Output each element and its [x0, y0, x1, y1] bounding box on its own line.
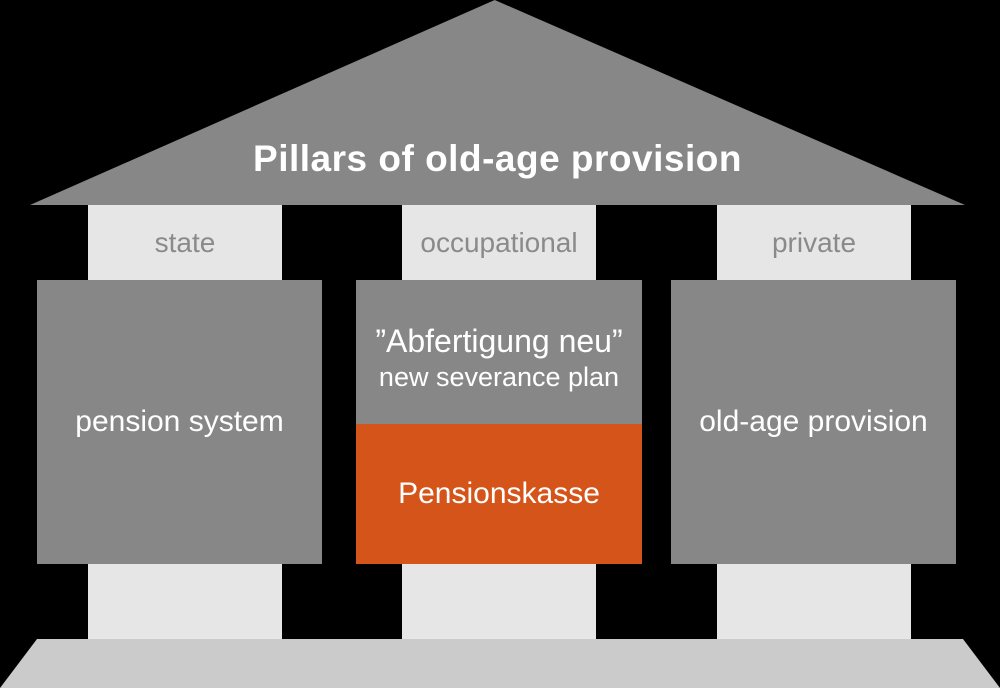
severance-plan-subtitle: new severance plan [378, 362, 620, 392]
severance-plan-title: ”Abfertigung neu” [375, 323, 623, 359]
foundation-base [0, 639, 1000, 688]
pillar-label-private: private [771, 227, 857, 258]
pensionskasse-label: Pensionskasse [398, 477, 600, 510]
box-severance-plan: ”Abfertigung neu” new severance plan [356, 280, 642, 424]
pillar-label-state: state [154, 227, 216, 258]
diagram-title: Pillars of old-age provision [253, 138, 742, 179]
box-pension-system: pension system [37, 280, 322, 564]
roof-triangle: Pillars of old-age provision [30, 0, 965, 205]
box-occupational: ”Abfertigung neu” new severance plan Pen… [356, 280, 642, 564]
box-pension-system-label: pension system [75, 405, 284, 438]
pillar-label-occupational: occupational [420, 227, 578, 258]
box-old-age-provision: old-age provision [671, 280, 956, 564]
box-old-age-provision-label: old-age provision [699, 405, 928, 438]
box-pensionskasse: Pensionskasse [356, 424, 642, 564]
